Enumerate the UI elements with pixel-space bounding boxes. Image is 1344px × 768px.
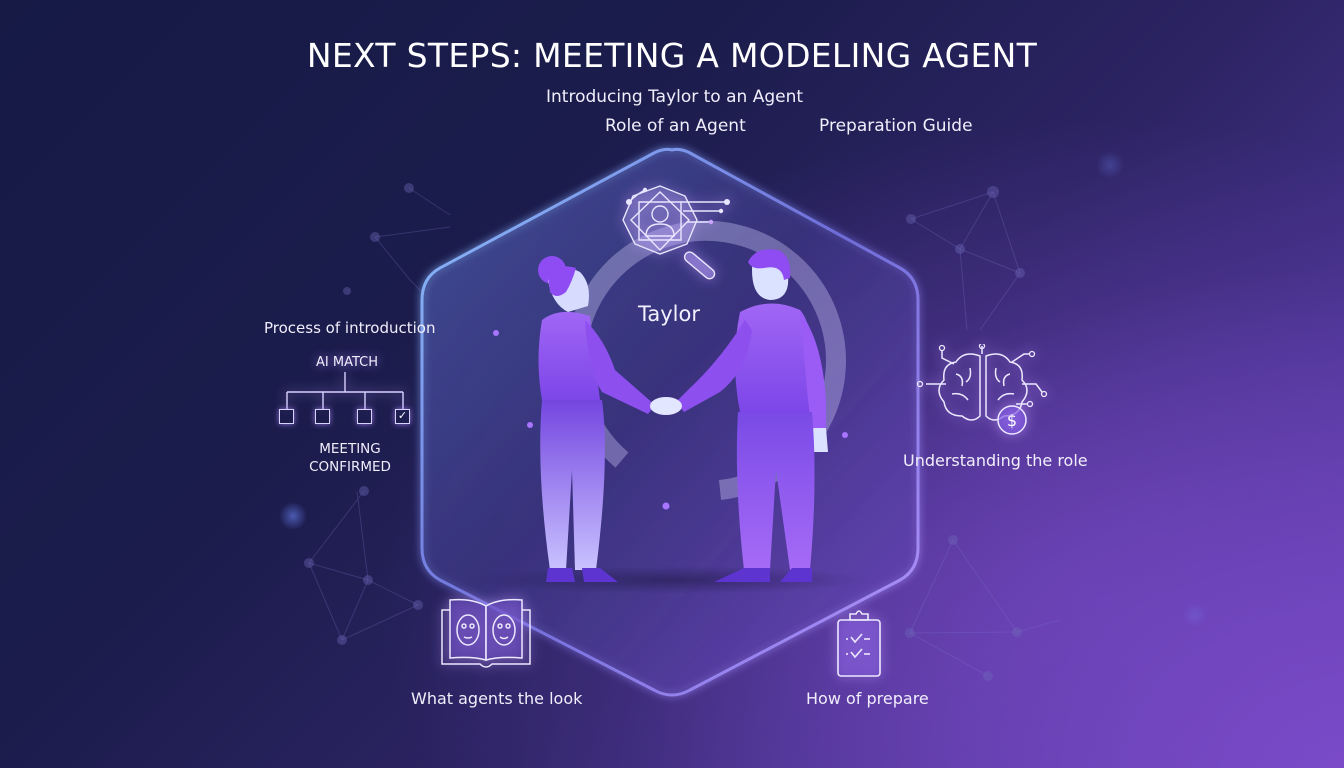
step-checkbox-3 [357,409,372,424]
ai-match-label: AI MATCH [316,355,378,370]
center-name-label: Taylor [638,302,700,326]
svg-text:$: $ [1007,411,1017,430]
meeting-confirmed-line1: MEETING [319,441,381,457]
process-tree-diagram [286,372,404,409]
step-checkbox-1 [279,409,294,424]
page-title: NEXT STEPS: MEETING A MODELING AGENT [306,36,1038,75]
agent-search-icon [622,185,730,280]
brain-dollar-icon: $ [916,344,1048,435]
meeting-confirmed-line2: CONFIRMED [309,459,391,475]
woman-figure [538,256,655,582]
step-checkbox-4-checked: ✓ [395,409,410,424]
handshake-icon [650,397,682,415]
clipboard-checklist-icon [837,610,881,677]
process-label: Process of introduction [264,319,436,337]
subtitle-introducing: Introducing Taylor to an Agent [546,87,804,107]
subtitle-preparation-guide: Preparation Guide [819,116,973,136]
step-checkbox-2 [315,409,330,424]
meeting-confirmed-label: MEETING CONFIRMED [300,440,400,476]
feature-what-agents-look: What agents the look [411,689,583,708]
feature-how-to-prepare: How of prepare [806,689,929,708]
man-figure [676,249,828,582]
feature-understanding-role: Understanding the role [903,451,1088,470]
face-book-icon [441,598,531,668]
subtitle-role-of-agent: Role of an Agent [605,116,746,136]
